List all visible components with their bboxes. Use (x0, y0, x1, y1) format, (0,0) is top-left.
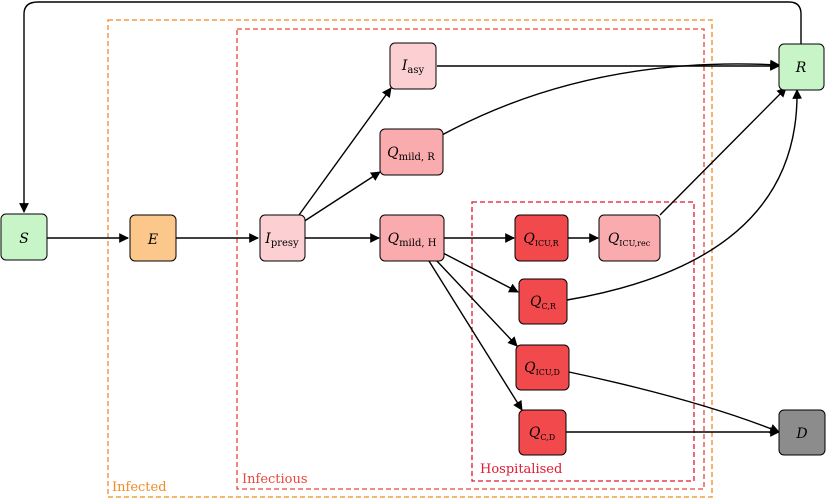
edge-qmildh-to-qcd (428, 260, 523, 411)
svg-text:E: E (147, 232, 158, 248)
node-q-icu-d-sub: ICU,D (536, 368, 560, 377)
node-i-presy-sub: presy (271, 238, 299, 249)
node-i-presy: Ipresy (259, 214, 306, 262)
node-q-mild-h-main: Q (388, 231, 400, 247)
edge-ipresy-to-iasy (298, 87, 392, 216)
edge-qicurec-to-r (659, 87, 787, 216)
node-e-label: E (147, 232, 158, 248)
node-e: E (129, 214, 177, 262)
node-i-presy-main: I (264, 231, 271, 247)
node-q-mild-r-main: Q (387, 145, 399, 161)
region-infected (107, 19, 713, 498)
node-q-c-d-sub: C,D (540, 433, 555, 442)
node-r-label: R (795, 60, 807, 76)
node-q-icu-rec-sub: ICU,rec (619, 239, 650, 248)
node-q-mild-r-sub: mild, R (399, 152, 436, 163)
region-infected-label: Infected (112, 480, 167, 495)
edges (19, 1, 803, 437)
svg-text:D: D (795, 426, 807, 442)
edge-qmildh-to-qcr (442, 252, 519, 293)
node-q-icu-r-sub: ICU,R (535, 239, 560, 248)
node-q-c-r-box (518, 278, 568, 325)
region-hospitalised (471, 201, 695, 482)
node-q-c-d-box (518, 409, 567, 456)
node-q-c-d-main: Q (529, 425, 541, 441)
node-q-icu-d: QICU,D (515, 344, 570, 391)
svg-text:QC,R: QC,R (530, 294, 557, 311)
node-i-presy-box (259, 214, 306, 262)
node-q-icu-rec-main: Q (608, 231, 620, 247)
node-i-asy-sub: asy (407, 65, 424, 76)
svg-text:Qmild, R: Qmild, R (387, 145, 435, 163)
node-q-icu-r-main: Q (523, 231, 535, 247)
svg-text:Ipresy: Ipresy (264, 231, 299, 249)
node-q-icu-d-main: Q (524, 360, 536, 376)
edge-r-to-s (19, 1, 802, 213)
node-q-icu-r-box (514, 214, 569, 262)
node-q-mild-h-box (379, 214, 445, 262)
node-q-c-r-sub: C,R (542, 302, 557, 311)
node-q-mild-h: Qmild, H (379, 214, 445, 262)
node-q-mild-r-box (379, 128, 444, 176)
node-q-c-d: QC,D (518, 409, 567, 456)
node-i-asy-main: I (401, 58, 408, 74)
node-q-c-r: QC,R (518, 278, 568, 325)
svg-text:Qmild, H: Qmild, H (388, 231, 437, 249)
region-infectious (236, 28, 705, 490)
node-d: D (778, 409, 826, 456)
svg-text:S: S (19, 231, 29, 247)
node-e-box (129, 214, 177, 262)
node-r-box (778, 43, 825, 91)
svg-text:QICU,D: QICU,D (524, 360, 560, 377)
svg-text:Iasy: Iasy (401, 58, 425, 76)
region-hospitalised-label: Hospitalised (480, 462, 562, 477)
edge-qmildh-to-qicud (435, 259, 518, 347)
svg-text:R: R (795, 60, 807, 76)
node-i-asy-box (389, 42, 437, 90)
region-infectious-label: Infectious (242, 472, 308, 487)
edge-qcr-to-r (566, 89, 803, 301)
node-r: R (778, 43, 825, 91)
node-d-box (778, 409, 826, 456)
node-q-icu-r: QICU,R (514, 214, 569, 262)
edge-ipresy-to-qmildr (302, 171, 381, 223)
node-q-c-r-main: Q (530, 294, 542, 310)
node-s-label: S (19, 231, 29, 247)
edge-qicud-to-d (568, 371, 780, 434)
node-q-mild-h-sub: mild, H (399, 238, 437, 249)
node-q-icu-rec: QICU,rec (598, 214, 661, 262)
edge-qmildr-to-r (441, 59, 780, 136)
node-s: S (0, 213, 48, 261)
node-q-icu-rec-box (598, 214, 661, 262)
node-s-box (0, 213, 48, 261)
node-i-asy: Iasy (389, 42, 437, 90)
svg-text:QICU,rec: QICU,rec (608, 231, 651, 248)
svg-text:QC,D: QC,D (529, 425, 555, 442)
svg-text:QICU,R: QICU,R (523, 231, 559, 248)
node-q-icu-d-box (515, 344, 570, 391)
node-d-label: D (795, 426, 807, 442)
node-q-mild-r: Qmild, R (379, 128, 444, 176)
